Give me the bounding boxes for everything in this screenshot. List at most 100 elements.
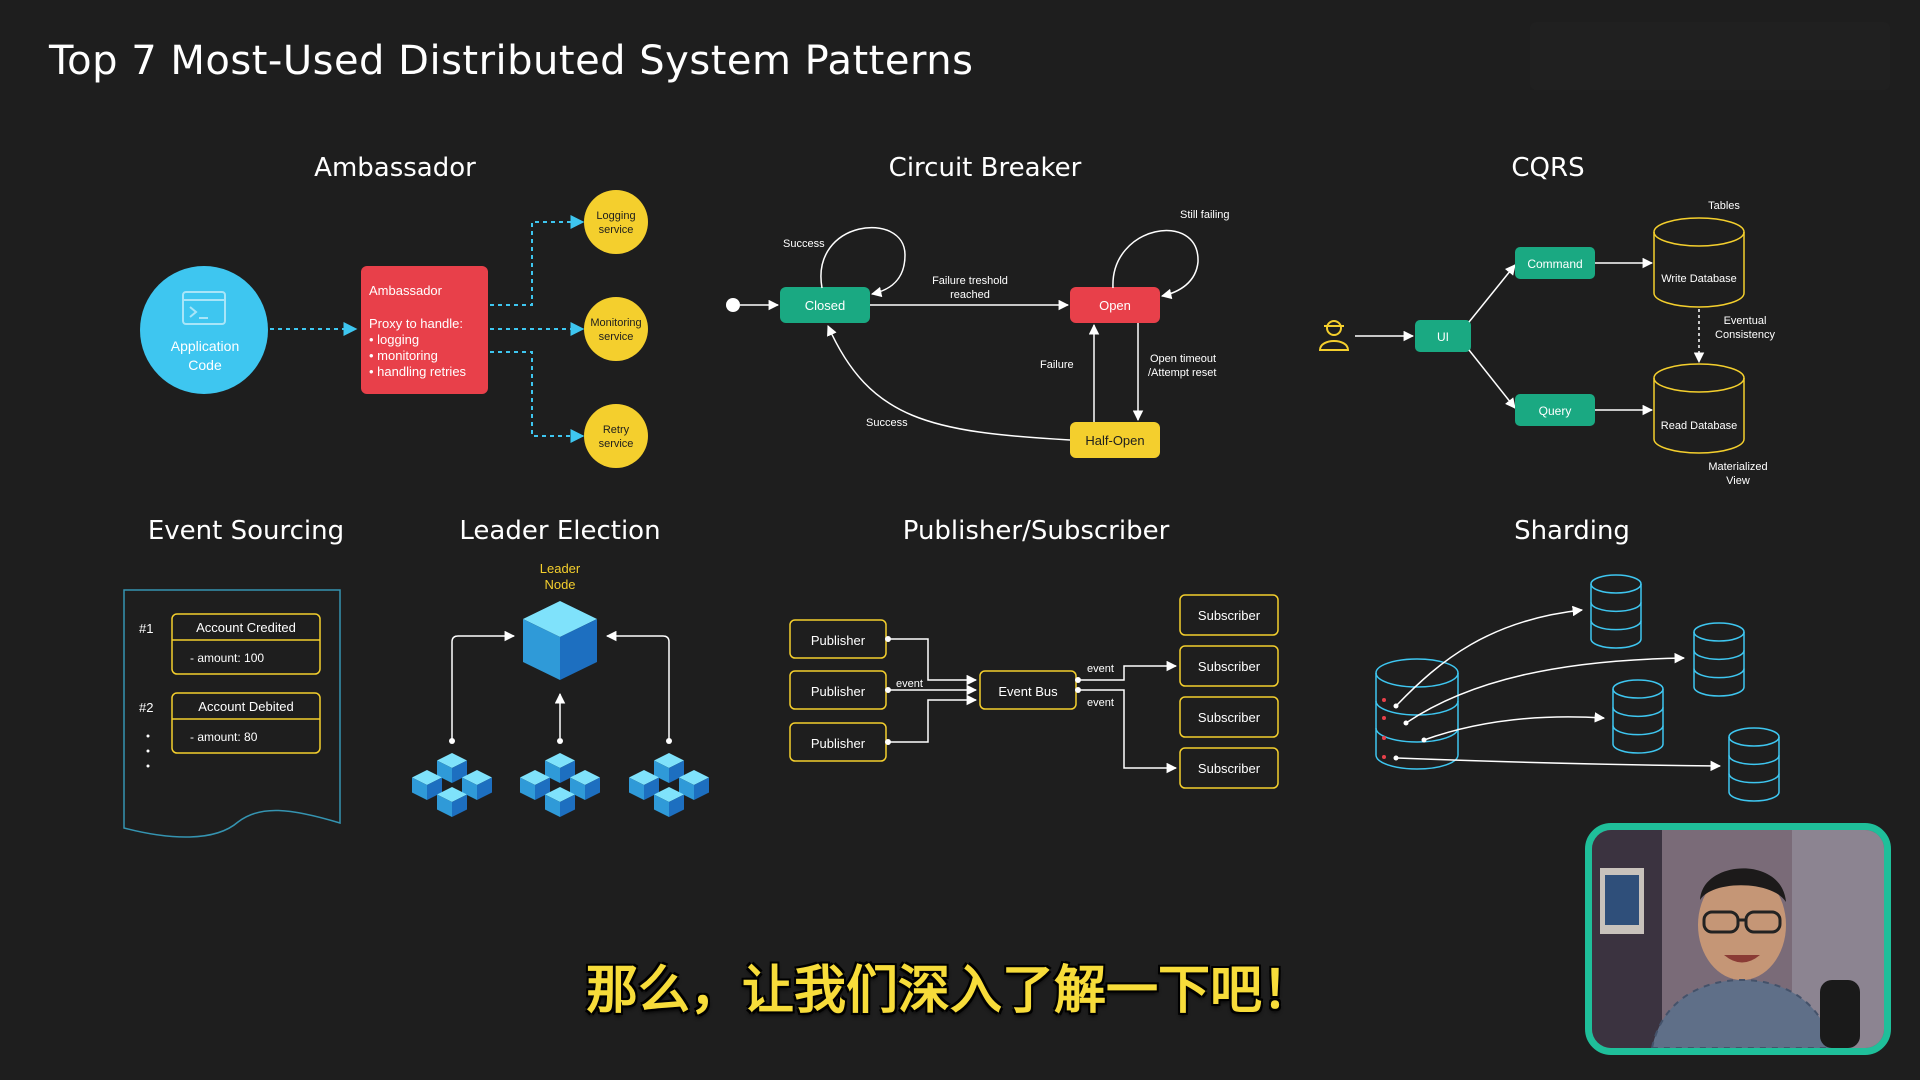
subtitle-caption: 那么，让我们深入了解一下吧！ [585,961,1314,1021]
ambassador-box [361,266,488,394]
monitoring-service-label-1: Monitoring [590,317,641,329]
start-dot [726,298,740,312]
shard-database-icon [1693,622,1745,697]
cqrs-section: CQRS UI Command Query Write Database Tab… [1318,153,1775,487]
cqrs-heading: CQRS [1511,153,1584,183]
command-node [1515,247,1595,279]
follower-cube [654,787,684,817]
tables-label: Tables [1708,200,1740,212]
ui-label: UI [1437,330,1449,344]
monitoring-service-label-2: service [599,331,634,343]
circuit-breaker-section: Circuit Breaker Closed Open Half-Open Su… [726,153,1230,458]
subscriber-4 [1179,747,1279,789]
read-database-icon [1653,363,1745,454]
failure-threshold-label-2: reached [950,289,990,301]
ui-node [1415,320,1471,352]
application-code-node [140,266,268,394]
read-database-label: Read Database [1661,420,1737,432]
materialized-label-2: View [1726,475,1750,487]
logging-service-label-1: Logging [596,210,635,222]
sharding-section: Sharding [1375,516,1780,802]
shard-database-icon [1612,679,1664,754]
source-database-icon [1375,658,1459,770]
bus-to-subscriber-2-arrow [1078,660,1178,681]
leader-election-heading: Leader Election [459,516,660,546]
logging-service-label-2: service [599,224,634,236]
failure-threshold-label-1: Failure treshold [932,275,1008,287]
leader-label-2: Node [544,577,575,592]
retry-service-node [584,404,648,468]
publisher-1-to-bus-arrow [888,638,978,686]
ambassador-box-line-4: • handling retries [369,364,467,379]
publisher-2-label: Publisher [811,684,866,699]
write-database-icon [1653,217,1745,308]
bus-to-subscriber-4-arrow [1078,689,1178,774]
materialized-label-1: Materialized [1708,461,1767,473]
eventual-label-2: Consistency [1715,329,1775,341]
leader-election-section: Leader Election Leader Node [412,516,709,817]
shard-arrow-2 [1405,652,1686,724]
left-to-leader-arrow [451,630,516,740]
monitoring-service-node [584,297,648,361]
open-self-loop [1112,229,1199,300]
ellipsis-dots [146,734,150,768]
pubsub-heading: Publisher/Subscriber [903,516,1170,546]
shard-arrow-3 [1423,712,1606,741]
open-state [1070,287,1160,323]
event-2-detail: - amount: 80 [190,730,258,744]
pubsub-section: Publisher/Subscriber Publisher Publisher… [789,516,1279,789]
follower-cube [570,770,600,800]
ui-to-command-arrow [1468,264,1516,323]
success-top-label: Success [783,238,825,250]
shard-databases [1590,574,1780,802]
leader-label-1: Leader [540,561,581,576]
presenter-webcam [1585,823,1891,1055]
subscriber-4-label: Subscriber [1198,761,1261,776]
follower-cube [545,787,575,817]
follower-cube [679,770,709,800]
to-retry-arrow [490,351,585,443]
shard-database-icon [1728,727,1780,802]
right-to-leader-arrow [605,630,670,740]
still-failing-label: Still failing [1180,209,1230,221]
subscriber-1 [1179,594,1279,636]
page-title: Top 7 Most-Used Distributed System Patte… [49,38,974,84]
user-icon [1318,320,1350,351]
command-label: Command [1527,257,1582,271]
eventual-label-1: Eventual [1724,315,1767,327]
shard-arrow-1 [1395,605,1584,707]
ambassador-box-title: Ambassador [369,283,443,298]
logging-service-node [584,190,648,254]
query-node [1515,394,1595,426]
application-code-label-1: Application [171,338,240,354]
event-bus-label: Event Bus [998,684,1058,699]
retry-service-label-1: Retry [603,424,630,436]
failure-label: Failure [1040,359,1074,371]
event-sourcing-section: Event Sourcing #1 Account Credited - amo… [123,516,344,838]
follower-cube [629,770,659,800]
open-timeout-label-1: Open timeout [1150,353,1216,365]
event-1-name: Account Credited [196,620,296,635]
ambassador-section: Ambassador Application Code Ambassador P… [140,153,648,468]
publisher-3-to-bus-arrow [888,694,978,743]
event-1-card [171,613,321,675]
subscriber-2-label: Subscriber [1198,659,1261,674]
shard-arrow-4 [1395,757,1722,772]
event-2-name: Account Debited [198,699,293,714]
follower-cluster-left [412,753,492,817]
deliver-event-label-2: event [1087,697,1114,709]
subscriber-3 [1179,696,1279,738]
subscriber-2 [1179,645,1279,687]
follower-cube [437,787,467,817]
deliver-event-label-1: event [1087,663,1114,675]
to-logging-arrow [490,215,585,306]
event-1-detail: - amount: 100 [190,651,264,665]
blurred-overlay [1530,22,1890,90]
ambassador-box-line-3: • monitoring [369,348,438,363]
retry-service-label-2: service [599,438,634,450]
leader-node-cube [523,601,597,680]
circuit-breaker-heading: Circuit Breaker [889,153,1082,183]
closed-self-loop [820,226,906,298]
query-label: Query [1539,404,1572,418]
